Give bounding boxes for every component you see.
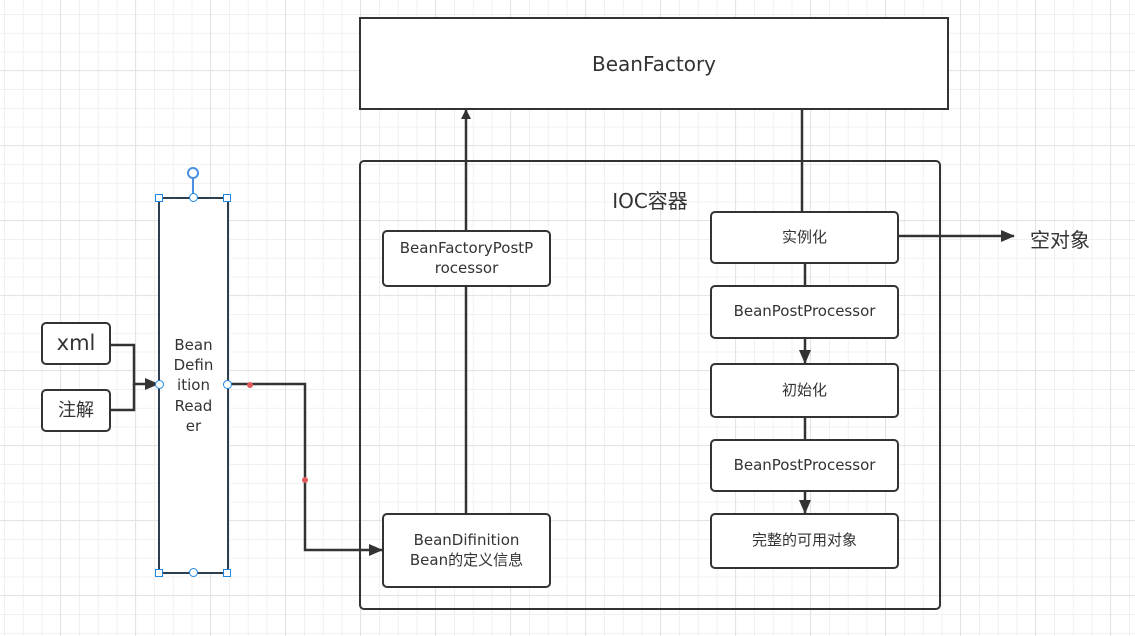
rotate-handle[interactable] xyxy=(187,167,199,179)
instantiate-label: 实例化 xyxy=(781,227,827,246)
bean-post-processor-before-node[interactable]: BeanPostProcessor xyxy=(710,285,899,339)
resize-handle-top-right[interactable] xyxy=(223,194,231,202)
empty-object-label[interactable]: 空对象 xyxy=(1030,228,1090,252)
bean-definition-line: Bean的定义信息 xyxy=(409,550,524,569)
bean-post-processor-after-node[interactable]: BeanPostProcessor xyxy=(710,439,899,492)
complete-object-label: 完整的可用对象 xyxy=(751,531,857,550)
edge-annotation-to-reader[interactable] xyxy=(110,384,136,412)
resize-handle-top[interactable] xyxy=(189,193,198,202)
edge-waypoint[interactable] xyxy=(302,477,308,483)
connect-handle-left[interactable] xyxy=(155,380,164,389)
resize-handle-bottom-left[interactable] xyxy=(155,569,163,577)
bean-factory-post-processor-node[interactable]: BeanFactoryPostP rocessor xyxy=(382,230,551,287)
bean-definition-line: BeanDifinition xyxy=(413,531,520,549)
initialize-label: 初始化 xyxy=(781,380,827,399)
bpp-after-label: BeanPostProcessor xyxy=(733,455,876,474)
bfpp-line: rocessor xyxy=(434,258,499,277)
bpp-before-label: BeanPostProcessor xyxy=(733,302,876,321)
bfpp-line: BeanFactoryPostP xyxy=(399,239,534,257)
reader-line: er xyxy=(185,416,202,435)
resize-handle-top-left[interactable] xyxy=(155,194,163,202)
source-xml-node[interactable]: xml xyxy=(41,322,111,365)
initialize-node[interactable]: 初始化 xyxy=(710,363,899,418)
source-annotation-node[interactable]: 注解 xyxy=(41,389,111,432)
connect-handle-right[interactable] xyxy=(223,380,232,389)
bean-definition-reader-node[interactable]: Bean Defin ition Read er xyxy=(158,197,229,574)
bean-factory-node[interactable]: BeanFactory xyxy=(359,17,949,110)
resize-handle-bottom[interactable] xyxy=(189,568,198,577)
bean-definition-node[interactable]: BeanDifinition Bean的定义信息 xyxy=(382,513,551,588)
instantiate-node[interactable]: 实例化 xyxy=(710,211,899,264)
rotate-handle-stem xyxy=(192,178,194,194)
ioc-container-label: IOC容器 xyxy=(612,189,688,213)
reader-line: Defin xyxy=(173,356,214,375)
resize-handle-bottom-right[interactable] xyxy=(223,569,231,577)
edge-xml-to-reader[interactable] xyxy=(110,343,159,390)
ioc-container[interactable]: IOC容器 xyxy=(359,160,941,610)
edge-waypoint[interactable] xyxy=(247,382,253,388)
reader-line: ition xyxy=(177,376,210,395)
source-annotation-label: 注解 xyxy=(58,399,94,421)
source-xml-label: xml xyxy=(56,330,96,355)
reader-line: Bean xyxy=(174,335,213,354)
reader-line: Read xyxy=(174,396,213,415)
bean-factory-label: BeanFactory xyxy=(591,51,716,76)
complete-object-node[interactable]: 完整的可用对象 xyxy=(710,513,899,569)
